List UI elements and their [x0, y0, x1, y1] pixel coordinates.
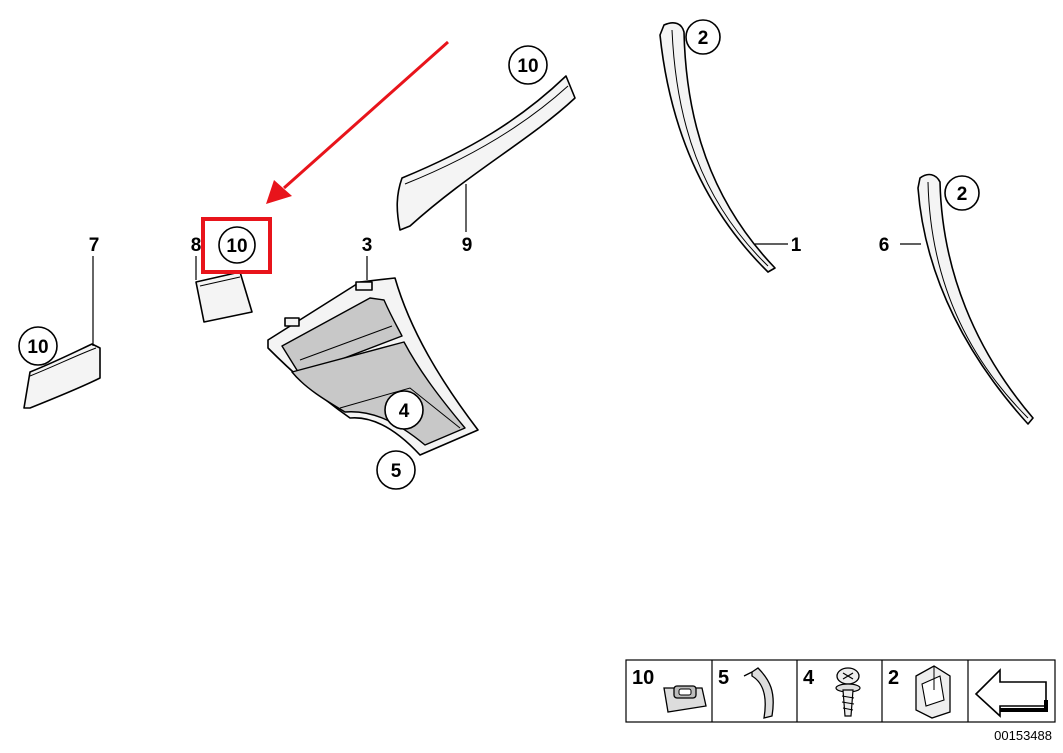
- callout-4: 4: [384, 390, 424, 430]
- callout-10-boxed: 10: [201, 217, 272, 274]
- holder-clip-icon: [915, 665, 951, 719]
- svg-text:10: 10: [27, 337, 48, 358]
- callout-10-top: 10: [508, 45, 548, 85]
- part-8-piece: [195, 256, 253, 323]
- label-8: 8: [191, 235, 202, 256]
- legend-strip: 10 5 4 2: [625, 659, 1056, 723]
- arrow-icon: [974, 668, 1048, 718]
- callout-10-left: 10: [18, 326, 58, 366]
- callout-2-right: 2: [944, 175, 980, 211]
- legend-label-10: 10: [632, 667, 654, 689]
- part-1-trim: [659, 22, 788, 273]
- part-7-trim: [23, 256, 101, 409]
- label-7: 7: [89, 235, 100, 256]
- spring-clip-icon: [743, 667, 774, 719]
- svg-text:5: 5: [391, 461, 402, 482]
- svg-text:4: 4: [399, 401, 410, 422]
- label-1: 1: [791, 235, 802, 256]
- part-9-strip: [396, 75, 576, 232]
- legend-label-2: 2: [888, 667, 899, 689]
- legend-label-4: 4: [803, 667, 815, 689]
- svg-text:2: 2: [957, 184, 968, 205]
- callout-2-top: 2: [685, 19, 721, 55]
- label-9: 9: [462, 235, 473, 256]
- highlight-arrow: [266, 40, 449, 204]
- legend-label-5: 5: [718, 667, 729, 689]
- label-3: 3: [362, 235, 373, 256]
- svg-text:10: 10: [226, 236, 247, 257]
- clip-nut-icon: [663, 685, 707, 713]
- part-6-trim: [900, 173, 1034, 425]
- part-3-console: [267, 256, 479, 456]
- svg-text:10: 10: [517, 56, 538, 77]
- callout-5: 5: [376, 450, 416, 490]
- svg-text:2: 2: [698, 28, 709, 49]
- document-number: 00153488: [994, 728, 1052, 743]
- screw-icon: [835, 667, 861, 717]
- label-6: 6: [879, 235, 890, 256]
